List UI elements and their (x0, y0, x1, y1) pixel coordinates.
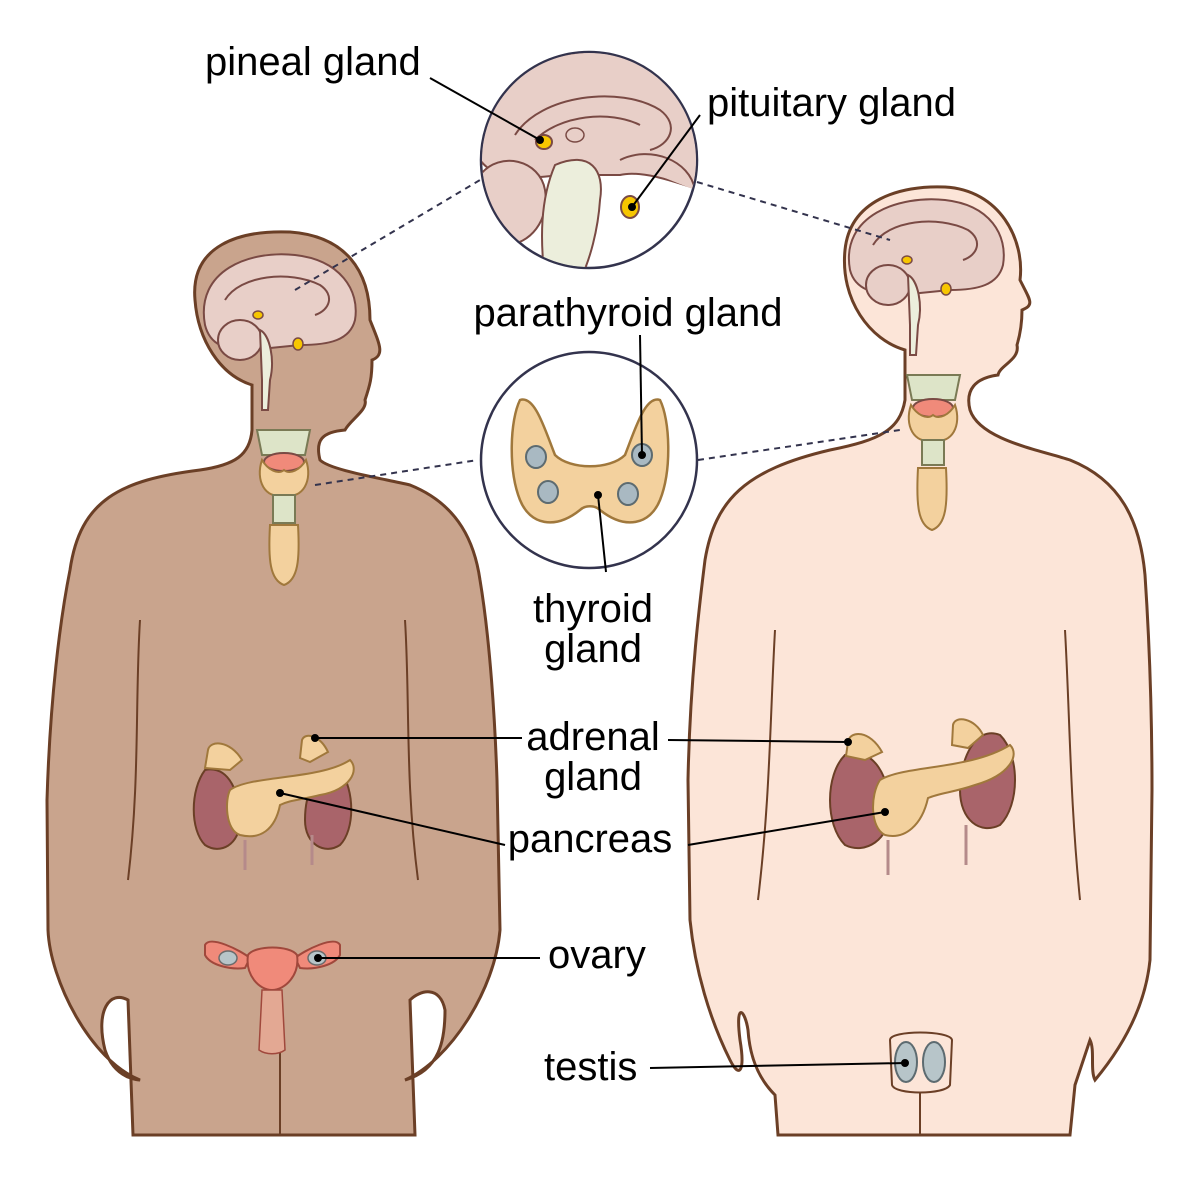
parathyroid-gland-dot (525, 445, 547, 469)
pituitary-gland-label: pituitary gland (707, 81, 956, 125)
male-body (686, 185, 1154, 1137)
thyroid-label-line2: gland (544, 627, 642, 671)
female-brain (202, 253, 357, 411)
female-arm-line-left (127, 619, 141, 881)
leader-lines (276, 77, 909, 1069)
female-reproductive-organs (204, 940, 341, 1055)
thyroid-label-line1: thyroid (533, 587, 653, 631)
female-arm-line-right (404, 619, 419, 881)
adrenal-label-line1: adrenal (526, 715, 659, 759)
testis-label: testis (544, 1045, 637, 1089)
inset-connectors (294, 179, 901, 486)
male-neck-glands (905, 374, 962, 532)
male-brain (847, 198, 1005, 356)
adrenal-label-line2: gland (544, 755, 642, 799)
pineal-gland-label: pineal gland (205, 40, 421, 84)
parathyroid-gland-label: parathyroid gland (473, 291, 782, 335)
female-body-silhouette (45, 230, 502, 1137)
female-abdomen-organs (192, 734, 355, 870)
thyroid-inset (479, 350, 699, 570)
labels: pineal gland pituitary gland parathyroid… (205, 40, 956, 1089)
male-abdomen-organs (829, 718, 1016, 875)
male-testes (888, 1031, 954, 1094)
female-body (45, 230, 502, 1137)
male-arm-line-left (757, 629, 776, 901)
pancreas-label: pancreas (508, 817, 673, 861)
female-neck-glands (255, 429, 312, 587)
brain-inset (479, 50, 699, 270)
male-body-silhouette (686, 185, 1154, 1137)
male-arm-line-right (1064, 629, 1081, 901)
ovary-label: ovary (548, 933, 646, 977)
